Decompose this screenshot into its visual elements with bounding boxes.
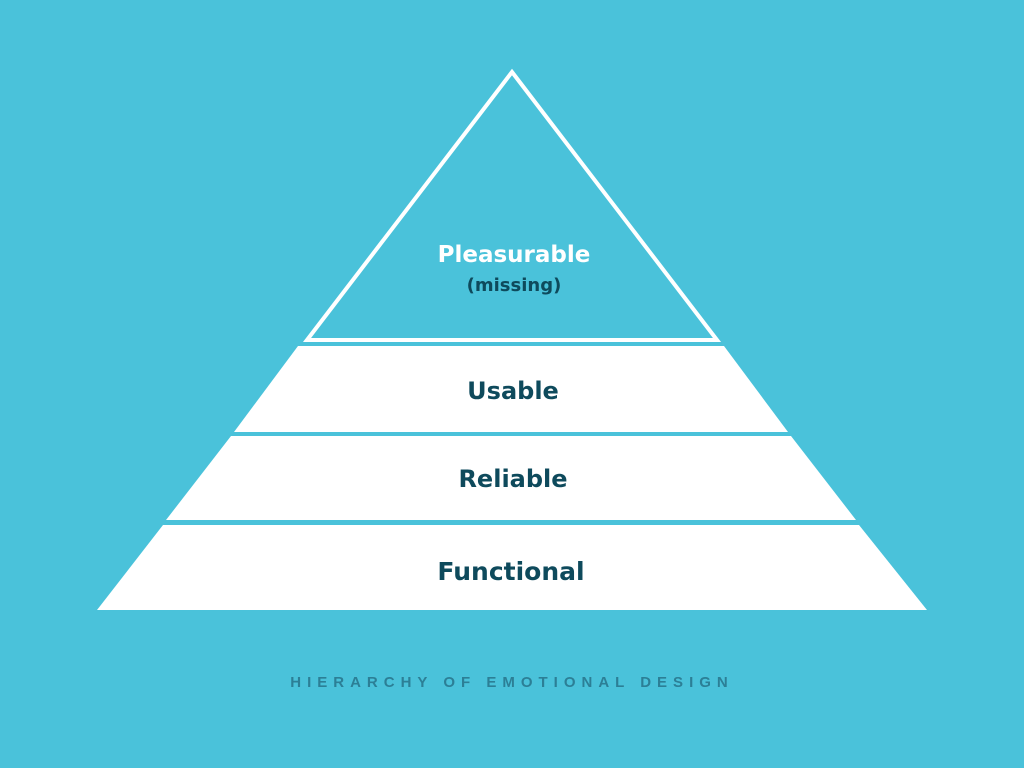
pyramid-tier-reliable [166,436,856,520]
pyramid-tier-reliable-label: Reliable [458,465,567,493]
pyramid-tier-functional [97,525,927,610]
pyramid-top-label: Pleasurable [438,242,591,268]
pyramid-top-sublabel: (missing) [467,275,562,296]
diagram-caption: HIERARCHY OF EMOTIONAL DESIGN [290,674,734,691]
pyramid-tier-usable [234,346,788,432]
pyramid-tier-functional-label: Functional [437,557,584,586]
pyramid-top-outline [302,68,722,342]
pyramid-tier-usable-label: Usable [467,377,559,405]
